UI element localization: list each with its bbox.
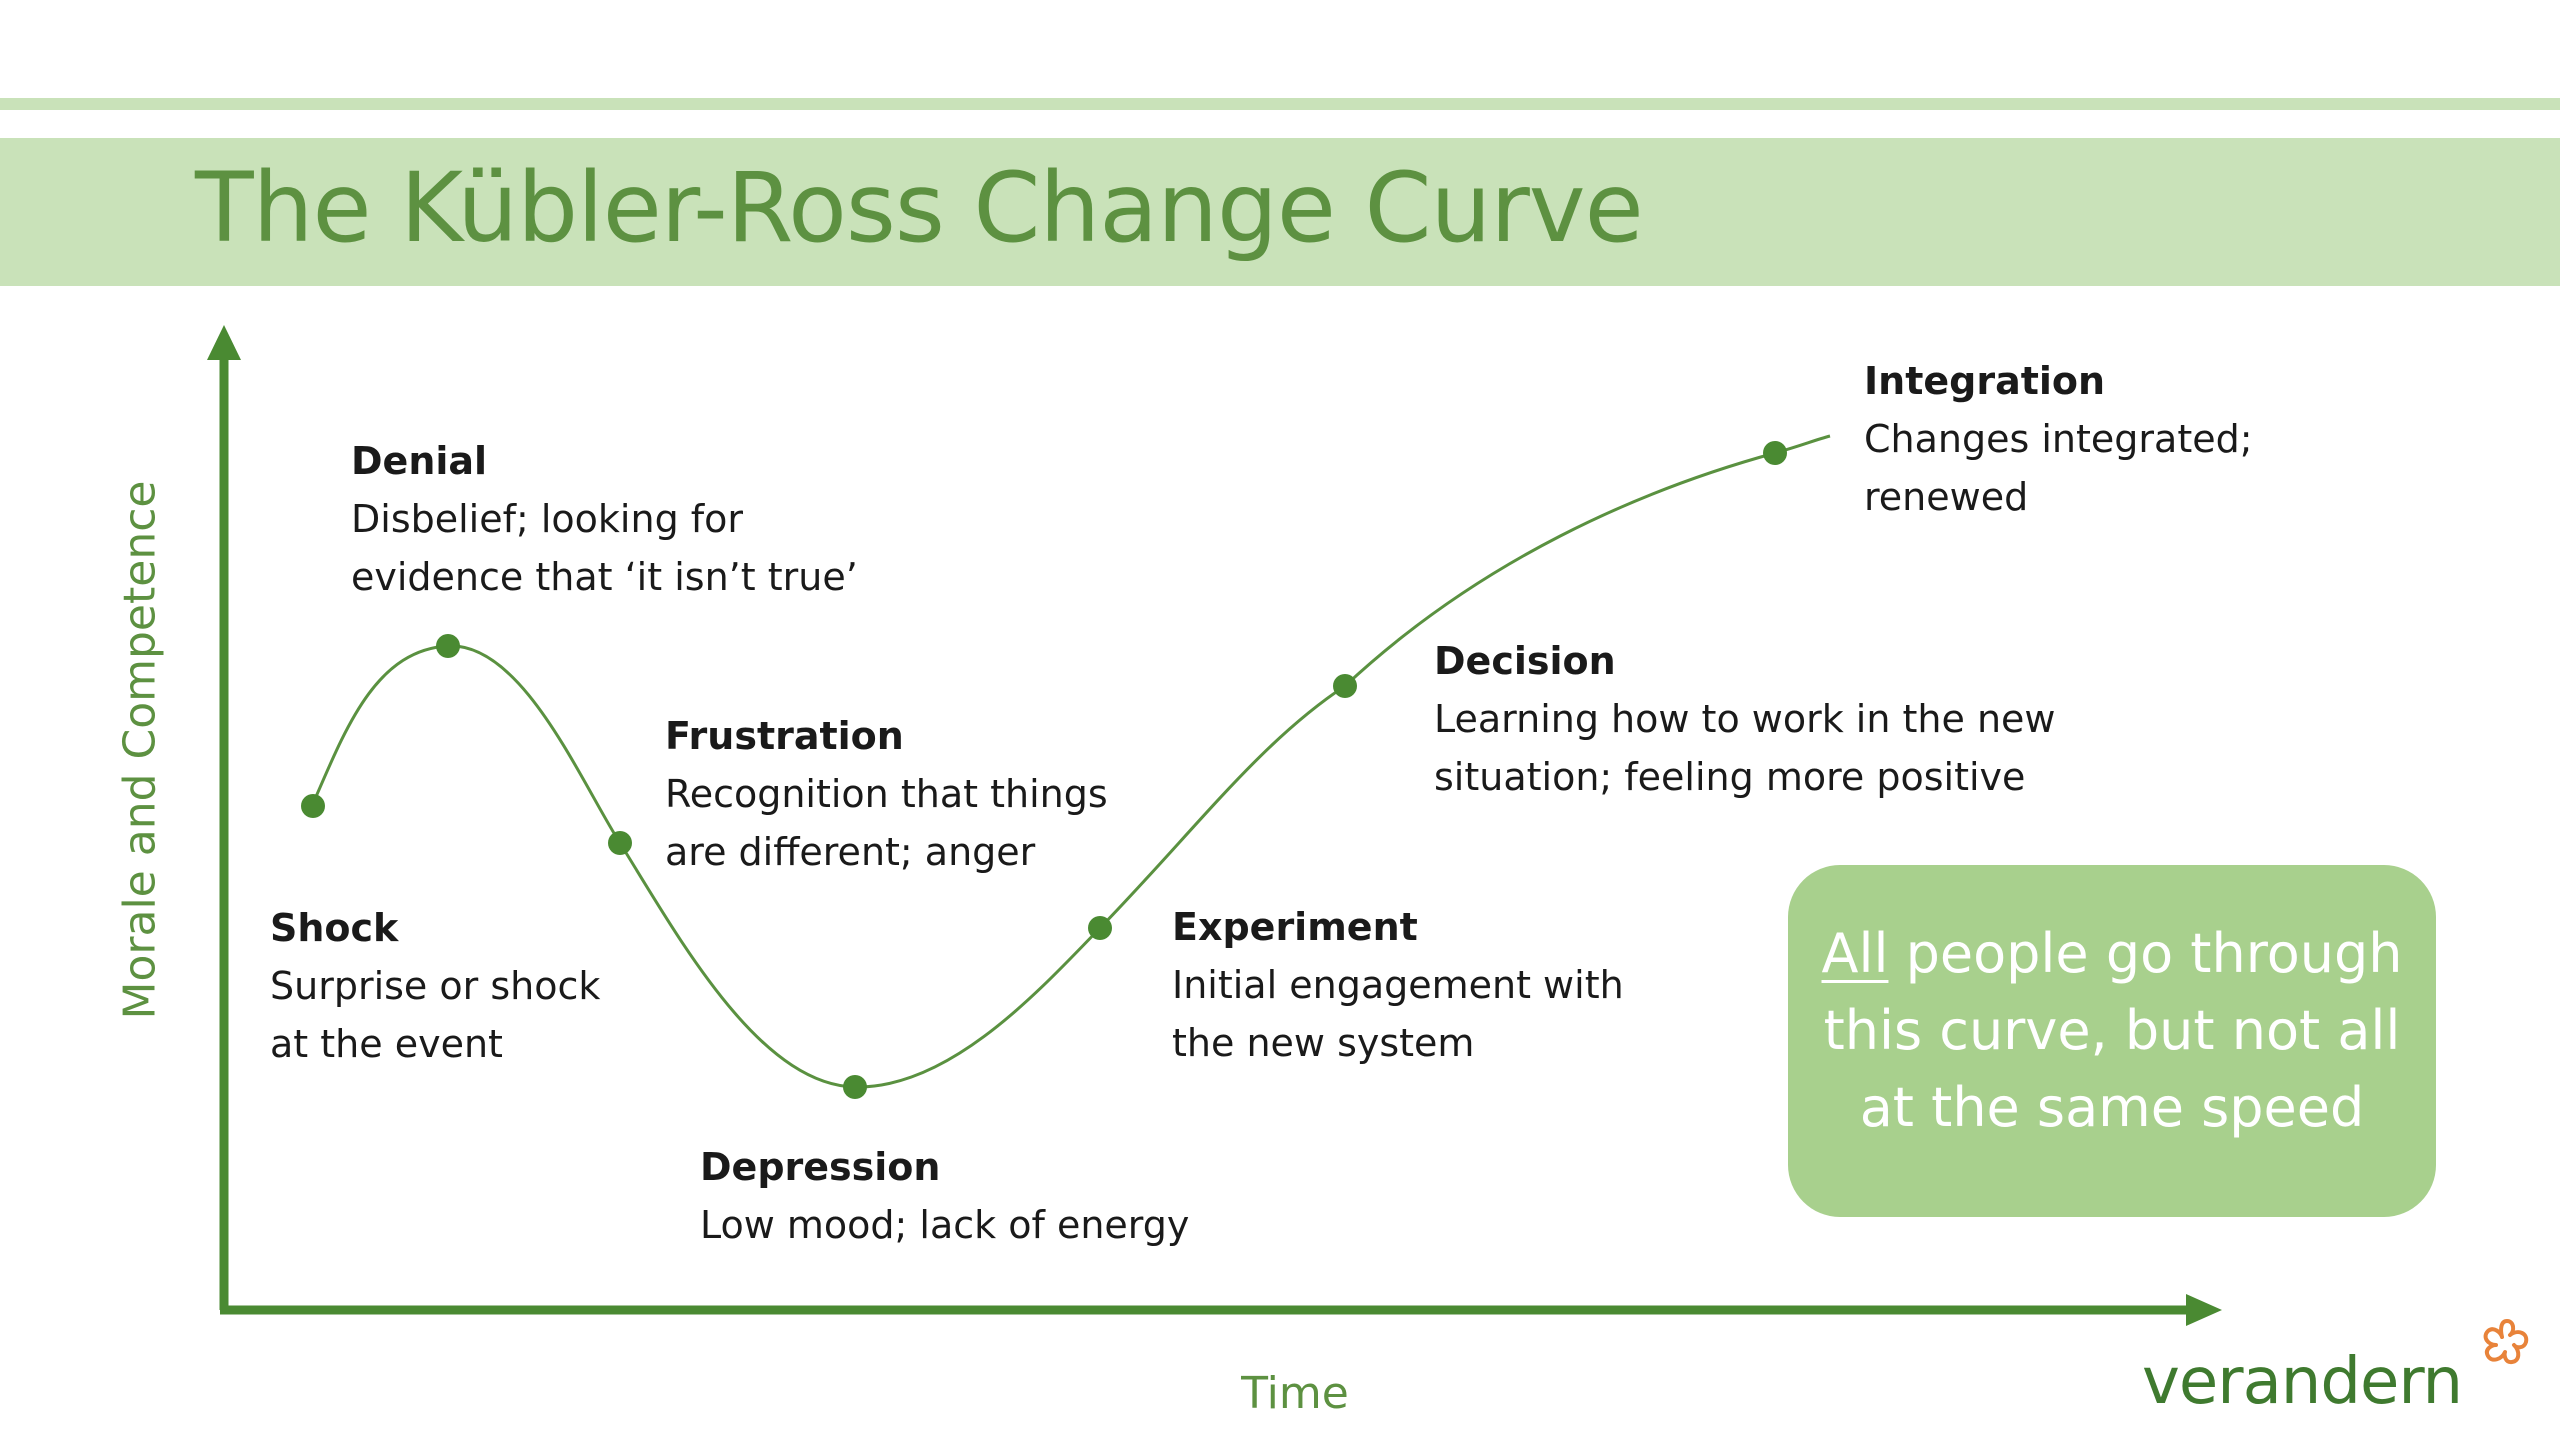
callout-line-1: All people go through (1788, 915, 2436, 992)
x-axis-label: Time (1241, 1368, 1349, 1419)
stage-name: Frustration (665, 714, 904, 758)
stage-description-line: at the event (270, 1022, 503, 1066)
stage-description-line: Low mood; lack of energy (700, 1203, 1190, 1247)
stage-description-line: Recognition that things (665, 772, 1108, 816)
frustration-marker (608, 831, 632, 855)
callout-box: All people go through this curve, but no… (1788, 865, 2436, 1217)
stage-name: Experiment (1172, 905, 1418, 949)
stage-label-decision: Decision Learning how to work in the new… (1434, 632, 2056, 806)
brand-logo-text: verandern (2142, 1345, 2463, 1419)
stage-name: Denial (351, 439, 488, 483)
integration-marker (1763, 441, 1787, 465)
change-curve-line (310, 434, 1831, 1089)
denial-marker (436, 634, 460, 658)
stage-label-experiment: Experiment Initial engagement with the n… (1172, 898, 1624, 1072)
stage-description-line: Initial engagement with (1172, 963, 1624, 1007)
stage-label-integration: Integration Changes integrated; renewed (1864, 352, 2253, 526)
stage-label-denial: Denial Disbelief; looking for evidence t… (351, 432, 858, 606)
stage-description-line: Surprise or shock (270, 964, 601, 1008)
depression-marker (843, 1075, 867, 1099)
stage-label-frustration: Frustration Recognition that things are … (665, 707, 1108, 881)
experiment-marker (1088, 916, 1112, 940)
y-axis-arrowhead (207, 325, 241, 360)
x-axis-arrowhead (2186, 1294, 2222, 1326)
stage-name: Decision (1434, 639, 1616, 683)
decision-marker (1333, 674, 1357, 698)
callout-line-1-rest: people go through (1888, 922, 2403, 985)
shock-marker (301, 794, 325, 818)
stage-label-depression: Depression Low mood; lack of energy (700, 1138, 1189, 1254)
brand-logo-icon (2483, 1319, 2529, 1365)
stage-description-line: the new system (1172, 1021, 1475, 1065)
stage-description-line: evidence that ‘it isn’t true’ (351, 555, 858, 599)
callout-emphasis: All (1821, 922, 1889, 985)
callout-line-2: this curve, but not all (1823, 999, 2401, 1062)
stage-name: Integration (1864, 359, 2106, 403)
callout-line-3: at the same speed (1859, 1076, 2365, 1139)
stage-description-line: renewed (1864, 475, 2029, 519)
stage-label-shock: Shock Surprise or shock at the event (270, 899, 600, 1073)
stage-description-line: Disbelief; looking for (351, 497, 744, 541)
stage-description-line: situation; feeling more positive (1434, 755, 2026, 799)
stage-description-line: Learning how to work in the new (1434, 697, 2056, 741)
stage-name: Shock (270, 906, 399, 950)
stage-description-line: are different; anger (665, 830, 1036, 874)
title-band (0, 138, 2560, 286)
stage-description-line: Changes integrated; (1864, 417, 2253, 461)
slide-title: The Kübler-Ross Change Curve (195, 152, 1644, 264)
y-axis-label: Morale and Competence (114, 480, 166, 1020)
top-accent-line (0, 98, 2560, 110)
stage-name: Depression (700, 1145, 941, 1189)
